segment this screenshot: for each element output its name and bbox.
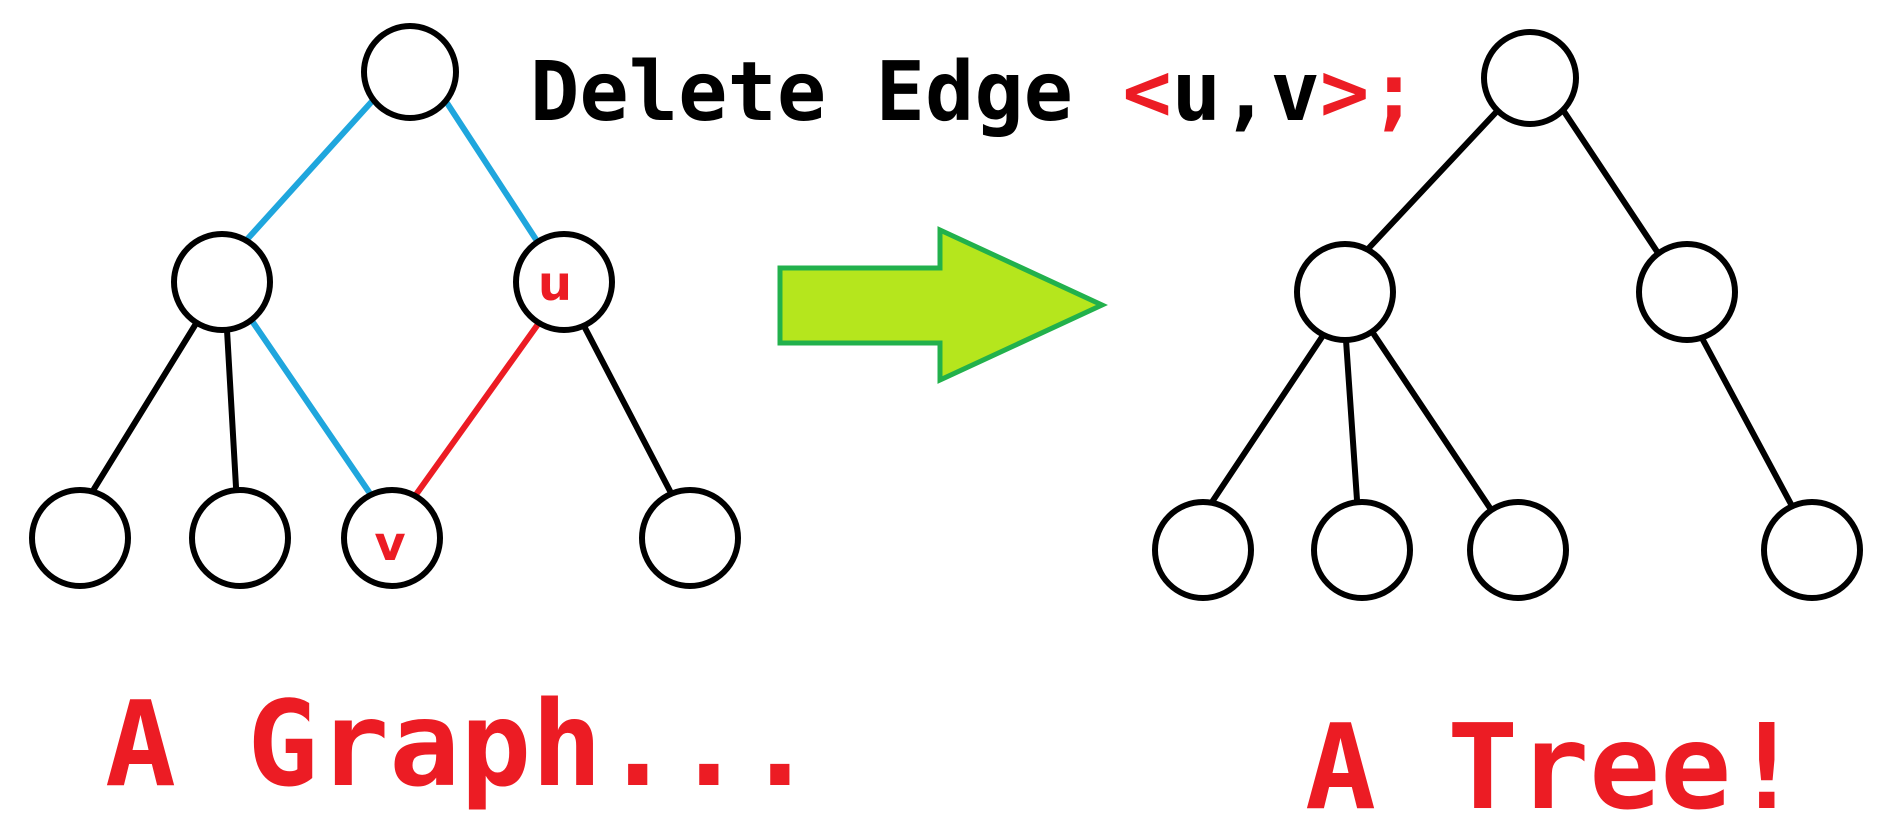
graph-node-leaf4 [639,487,741,589]
graph-node-u [513,231,615,333]
tree-node-leaf2 [1311,499,1413,601]
tree-caption: A Tree! [1305,698,1802,836]
graph-node-leaf2 [189,487,291,589]
graph-node-v-label: v [374,516,405,572]
graph-edge-left-leaf2 [224,327,239,490]
code-semicolon: ; [1369,45,1418,140]
graph-edge-left-leaf1 [91,319,200,492]
graph-node-u-label: u [538,256,572,312]
tree-node-leaf3 [1467,499,1569,601]
graph-edge-u-v [412,317,544,499]
code-line: Delete Edge <u,v>; [530,45,1419,140]
code-open-bracket: < [1122,45,1171,140]
tree-edge-root-left [1364,105,1503,253]
graph-edge-root-left [239,95,378,248]
graph-edge-left-v [247,315,372,495]
tree-node-leaf4 [1761,499,1863,601]
graph-node-root [361,23,459,121]
graph-edge-u-leaf4 [581,323,673,494]
tree-edge-left-leaf3 [1370,330,1493,511]
tree-node-left [1294,241,1396,343]
graph-node-leaf1 [29,487,131,589]
graph-caption: A Graph... [105,675,815,813]
code-close-bracket: > [1320,45,1369,140]
tree-node-leaf1 [1152,499,1254,601]
graph-edge-root-u [444,100,540,244]
graph-node-v [341,487,443,589]
tree-edge-root-right [1560,107,1661,256]
tree-node-root [1481,29,1579,127]
code-prefix: Delete Edge [530,45,1122,140]
tree-node-right [1636,241,1738,343]
transform-arrow-icon [777,226,1108,384]
tree: A Tree! [1152,29,1863,836]
tree-edge-left-leaf1 [1209,331,1327,505]
graph: u v A Graph... [29,23,815,813]
tree-edge-left-leaf2 [1343,337,1360,503]
graph-node-left [171,231,273,333]
code-params: u,v [1172,45,1320,140]
tree-edge-right-leaf4 [1700,337,1795,509]
